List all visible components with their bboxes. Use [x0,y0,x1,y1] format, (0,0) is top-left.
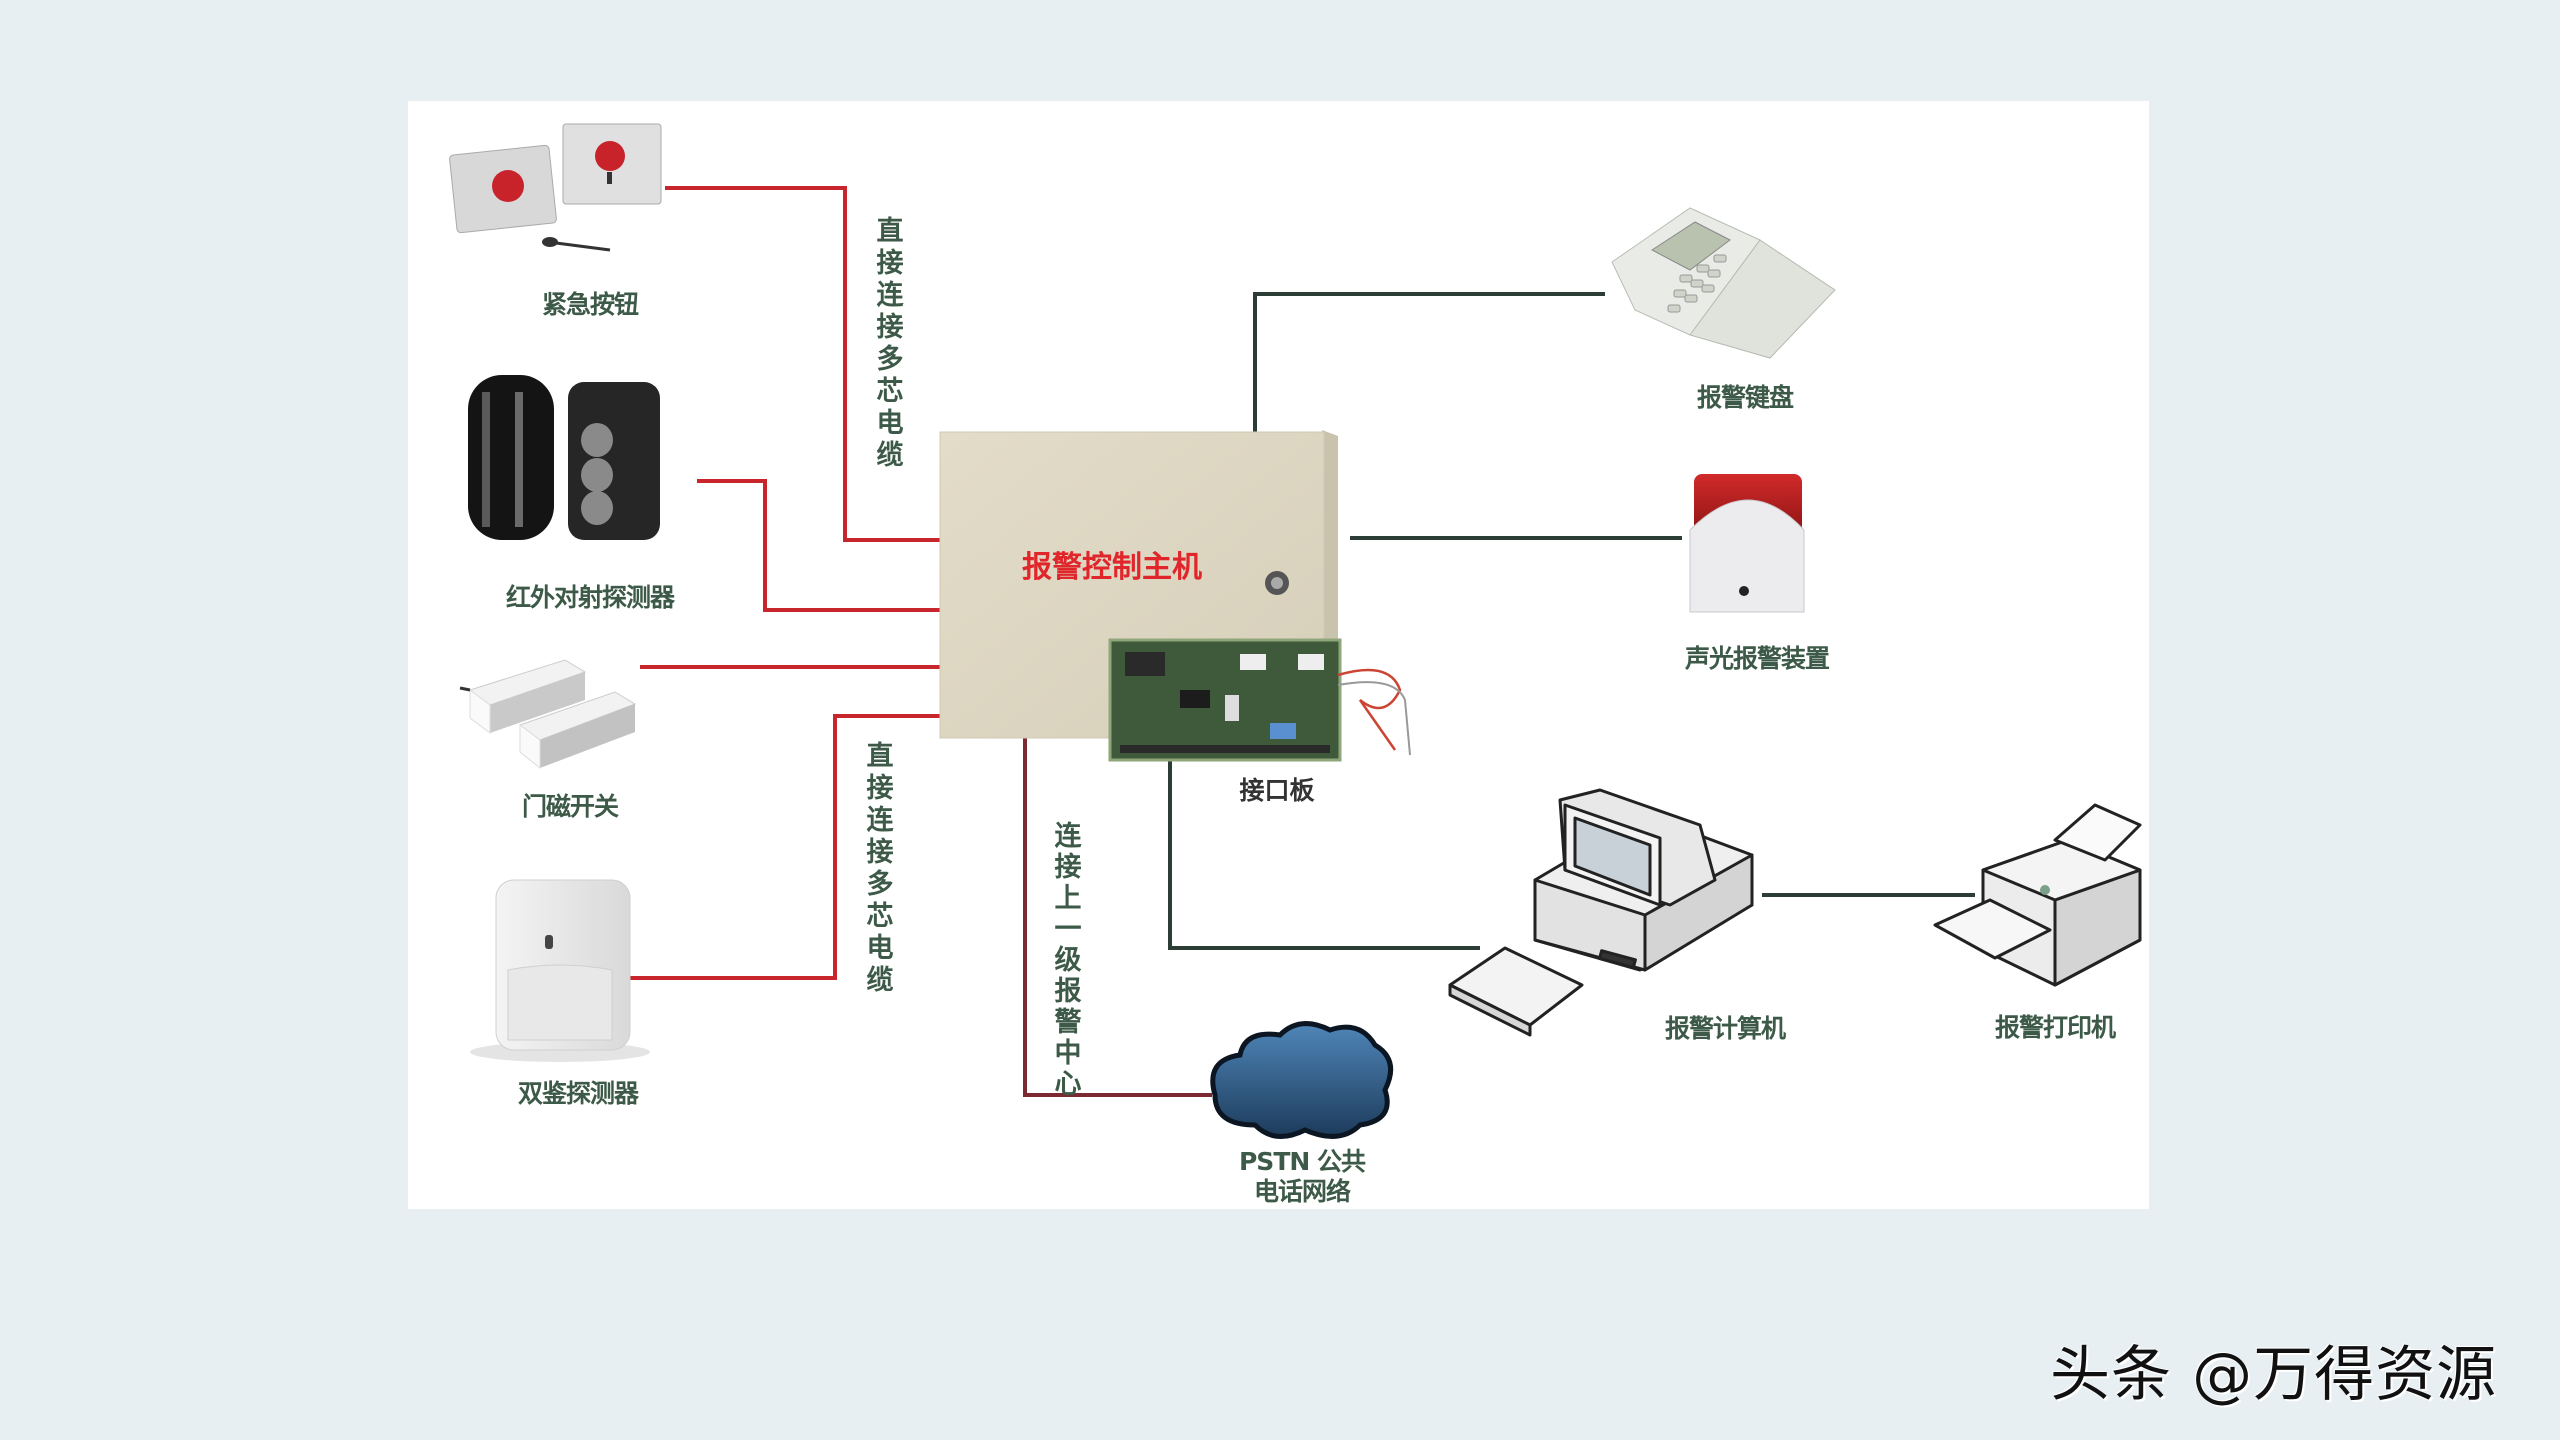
computer-icon [1448,788,1754,1037]
cloud-icon [1210,1021,1394,1139]
label-ir-detector: 红外对射探测器 [506,583,676,612]
wire-keypad [1253,292,1605,432]
label-computer: 报警计算机 [1665,1014,1786,1043]
edge-label-char: 芯 [877,376,904,407]
strobe-siren-icon [1689,474,1805,613]
edge-label-char: 警 [1055,1007,1082,1038]
wire-ir-detector [697,479,940,612]
label-pstn-line1: PSTN 公共 [1239,1147,1366,1176]
edge-label-char: 接 [867,837,894,868]
label-keypad: 报警键盘 [1697,383,1794,412]
edge-label-char: 多 [877,344,904,375]
watermark: 头条 @万得资源 [2050,1340,2498,1410]
keypad-icon [1611,207,1836,359]
label-door-contact: 门磁开关 [522,792,619,821]
edge-label-char: 上 [1055,883,1082,914]
label-control-host: 报警控制主机 [1022,550,1202,585]
wire-dual-detector [628,714,940,980]
edge-label-char: 电 [867,933,894,964]
edge-label-char: 接 [877,312,904,343]
printer-icon [1933,803,2142,987]
wires [628,186,1975,1097]
pir-detector-icon [470,879,650,1062]
label-interface-board: 接口板 [1239,776,1314,805]
edge-label-char: 级 [1055,944,1082,976]
edge-label-char: 缆 [867,965,894,996]
edge-label-char: 报 [1055,976,1082,1007]
edge-label-char: 一 [1055,914,1082,945]
panic-button-icon [449,123,662,252]
edge-label-char: 接 [1055,852,1082,883]
wire-emergency-button [665,186,955,542]
edge-label-char: 心 [1055,1069,1082,1100]
wire-pstn [1023,738,1212,1097]
label-emergency-button: 紧急按钮 [542,290,639,319]
edge-label-char: 芯 [867,901,894,932]
edge-label-char: 连 [867,804,895,836]
edge-label-char: 电 [877,408,904,439]
edge-label-char: 直 [867,741,894,772]
edge-label-char: 缆 [877,440,904,471]
edge-label-char: 连 [877,279,905,311]
infrared-beam-detector-icon [468,375,660,540]
label-siren: 声光报警装置 [1685,644,1830,673]
edge-label-char: 中 [1055,1038,1082,1069]
edge-label-char: 多 [867,869,894,900]
edge-label-char: 直 [877,216,904,247]
wire-computer [1168,760,1480,950]
label-dual-detector: 双鉴探测器 [518,1079,640,1108]
edge-label-char: 连 [1055,820,1083,852]
label-pstn-line2: 电话网络 [1254,1177,1351,1206]
edge-label-char: 接 [867,773,894,804]
circuit-board-icon [1108,638,1411,762]
door-magnetic-switch-icon [459,659,637,770]
label-printer: 报警打印机 [1995,1013,2116,1042]
edge-label-char: 接 [877,248,904,279]
